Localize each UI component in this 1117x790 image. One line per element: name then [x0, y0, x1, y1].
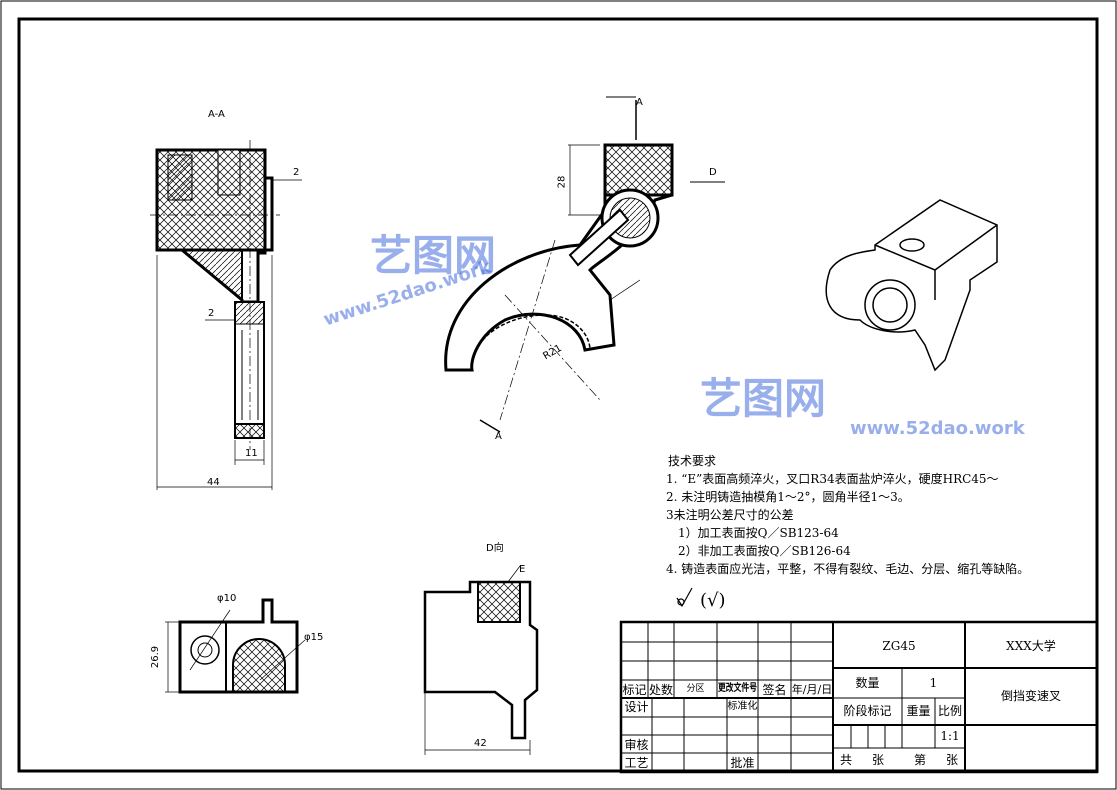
- requirement-item: 4. 铸造表面应光洁，平整，不得有裂纹、毛边、分层、缩孔等缺陷。: [666, 562, 1030, 576]
- section-view-a-a: [150, 140, 302, 490]
- requirement-item: 3未注明公差尺寸的公差: [666, 508, 794, 522]
- d-view: [423, 565, 539, 755]
- surface-label: E: [519, 564, 526, 575]
- cut-label: A: [636, 97, 643, 108]
- tb-process: 工艺: [624, 756, 649, 770]
- tb-header: 签名: [762, 683, 787, 697]
- tb-weight-label: 重量: [906, 704, 931, 718]
- title-block-grid: [619, 620, 1099, 774]
- requirements-title: 技术要求: [668, 454, 717, 468]
- tb-total-label: 共: [839, 753, 852, 767]
- roughness-note: (√): [700, 590, 726, 611]
- tb-review: 审核: [624, 738, 649, 752]
- dim-label: 2: [293, 167, 300, 178]
- tb-material: ZG45: [882, 639, 916, 653]
- tb-design: 设计: [624, 700, 649, 714]
- dim-label: 44: [207, 477, 220, 488]
- inner-frame: [17, 17, 1099, 773]
- view-label: D向: [486, 543, 504, 554]
- tb-quantity: 1: [929, 676, 938, 690]
- dim-label: 42: [474, 738, 487, 749]
- watermark-logo: 艺图网: [370, 231, 497, 280]
- tb-part-name: 倒挡变速叉: [1000, 689, 1061, 703]
- tb-sheet-label-2: 张: [945, 753, 958, 767]
- isometric-view: [825, 199, 998, 372]
- dia-label: φ10: [217, 593, 237, 604]
- bottom-left-view: [165, 598, 306, 694]
- section-label: A-A: [208, 109, 225, 120]
- view-arrow-label: D: [709, 167, 717, 178]
- tb-scale: 1:1: [940, 729, 960, 743]
- tb-header: 更改文件号: [718, 683, 757, 694]
- requirement-item: 2）非加工表面按Q／SB126-64: [678, 544, 851, 558]
- tb-school: XXX大学: [1006, 639, 1056, 653]
- dim-label: 11: [245, 448, 258, 459]
- main-view: [444, 96, 725, 433]
- requirement-item: 1）加工表面按Q／SB123-64: [678, 526, 839, 540]
- dim-label: 26.9: [150, 645, 162, 669]
- tb-header: 处数: [648, 683, 673, 697]
- dim-label: 2: [208, 308, 215, 319]
- tb-approve: 批准: [730, 756, 755, 770]
- roughness-symbol-icon: [676, 587, 693, 608]
- tb-standardize: 标准化: [727, 701, 758, 712]
- tb-sheet-label: 张: [871, 753, 884, 767]
- tb-header: 标记: [622, 683, 647, 697]
- dia-label: φ15: [304, 632, 324, 643]
- requirement-item: 1. “E”表面高频淬火，叉口R34表面盐炉淬火，硬度HRC45～: [666, 472, 999, 486]
- dim-label: 28: [556, 175, 568, 189]
- requirement-item: 2. 未注明铸造抽模角1～2°，圆角半径1～3。: [666, 490, 910, 504]
- tb-header: 分区: [686, 684, 705, 694]
- tb-stage-label: 阶段标记: [843, 704, 892, 718]
- cut-label: A: [495, 431, 502, 442]
- tb-scale-label: 比例: [937, 704, 962, 718]
- tb-header: 年/月/日: [791, 683, 833, 696]
- tb-nth-label: 第: [913, 753, 926, 767]
- tb-quantity-label: 数量: [855, 676, 880, 690]
- watermark-logo-2: 艺图网: [700, 374, 827, 423]
- watermark-url-2: www.52dao.work: [850, 418, 1025, 439]
- tb-header-cell: 更改文件号: [718, 684, 758, 694]
